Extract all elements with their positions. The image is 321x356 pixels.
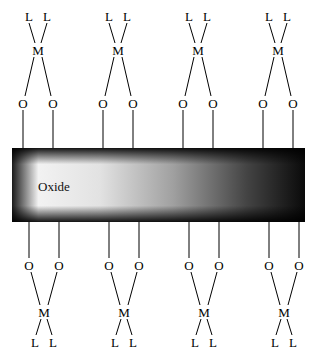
bond-line: [196, 319, 201, 335]
bond-line: [208, 272, 217, 305]
atom-symbol: O: [208, 97, 217, 110]
atom-symbol: O: [264, 259, 273, 272]
bond-line: [105, 57, 114, 96]
atom-symbol: O: [48, 97, 57, 110]
oxide-band: Oxide: [12, 148, 305, 222]
bond-line: [47, 319, 52, 335]
bond-line: [271, 272, 280, 305]
atom-symbol: O: [258, 97, 267, 110]
atom-symbol: M: [112, 44, 124, 57]
atom-symbol: L: [123, 10, 131, 23]
atom-symbol: L: [289, 336, 297, 349]
bond-line: [191, 272, 200, 305]
atom-symbol: L: [265, 10, 273, 23]
bond-line: [109, 23, 115, 43]
atom-symbol: O: [134, 259, 143, 272]
atom-symbol: L: [271, 336, 279, 349]
bond-line: [109, 222, 110, 258]
atom-symbol: L: [185, 10, 193, 23]
bond-line: [23, 110, 24, 148]
bond-line: [219, 222, 220, 258]
atom-symbol: L: [209, 336, 217, 349]
atom-symbol: L: [43, 10, 51, 23]
atom-symbol: M: [118, 306, 130, 319]
atom-symbol: O: [214, 259, 223, 272]
bond-line: [48, 272, 57, 305]
bond-line: [293, 110, 294, 148]
atom-symbol: L: [129, 336, 137, 349]
bond-line: [31, 272, 40, 305]
atom-symbol: O: [24, 259, 33, 272]
bond-line: [276, 319, 281, 335]
atom-symbol: O: [294, 259, 303, 272]
bond-line: [287, 319, 292, 335]
bond-line: [53, 110, 54, 148]
atom-symbol: O: [98, 97, 107, 110]
atom-symbol: O: [104, 259, 113, 272]
bond-line: [128, 272, 137, 305]
bond-line: [269, 222, 270, 258]
atom-symbol: L: [283, 10, 291, 23]
atom-symbol: L: [203, 10, 211, 23]
atom-symbol: L: [31, 336, 39, 349]
atom-symbol: L: [111, 336, 119, 349]
bond-line: [281, 23, 287, 43]
atom-symbol: M: [32, 44, 44, 57]
bond-line: [127, 319, 132, 335]
bond-line: [269, 23, 275, 43]
bond-line: [288, 272, 297, 305]
atom-symbol: O: [54, 259, 63, 272]
atom-symbol: O: [18, 97, 27, 110]
bond-line: [29, 23, 35, 43]
bond-line: [121, 23, 127, 43]
bond-line: [183, 110, 184, 148]
bond-line: [265, 57, 274, 96]
atom-symbol: O: [128, 97, 137, 110]
bond-line: [42, 57, 51, 96]
atom-symbol: M: [198, 306, 210, 319]
atom-symbol: M: [272, 44, 284, 57]
bond-line: [103, 110, 104, 148]
atom-symbol: O: [178, 97, 187, 110]
bond-line: [36, 319, 41, 335]
bond-line: [189, 23, 195, 43]
bond-line: [299, 222, 300, 258]
atom-symbol: L: [191, 336, 199, 349]
bond-line: [59, 222, 60, 258]
atom-symbol: L: [49, 336, 57, 349]
bond-line: [213, 110, 214, 148]
atom-symbol: L: [105, 10, 113, 23]
bond-line: [29, 222, 30, 258]
bond-line: [41, 23, 47, 43]
atom-symbol: M: [278, 306, 290, 319]
atom-symbol: M: [192, 44, 204, 57]
bond-line: [201, 23, 207, 43]
atom-symbol: M: [38, 306, 50, 319]
bond-line: [207, 319, 212, 335]
bond-line: [189, 222, 190, 258]
bond-line: [116, 319, 121, 335]
atom-symbol: O: [288, 97, 297, 110]
bond-line: [185, 57, 194, 96]
bond-line: [25, 57, 34, 96]
atom-symbol: L: [25, 10, 33, 23]
bond-line: [122, 57, 131, 96]
bond-line: [202, 57, 211, 96]
atom-symbol: O: [184, 259, 193, 272]
bond-line: [133, 110, 134, 148]
bond-line: [111, 272, 120, 305]
bond-line: [282, 57, 291, 96]
bond-line: [263, 110, 264, 148]
band-label: Oxide: [38, 180, 70, 193]
bond-line: [139, 222, 140, 258]
